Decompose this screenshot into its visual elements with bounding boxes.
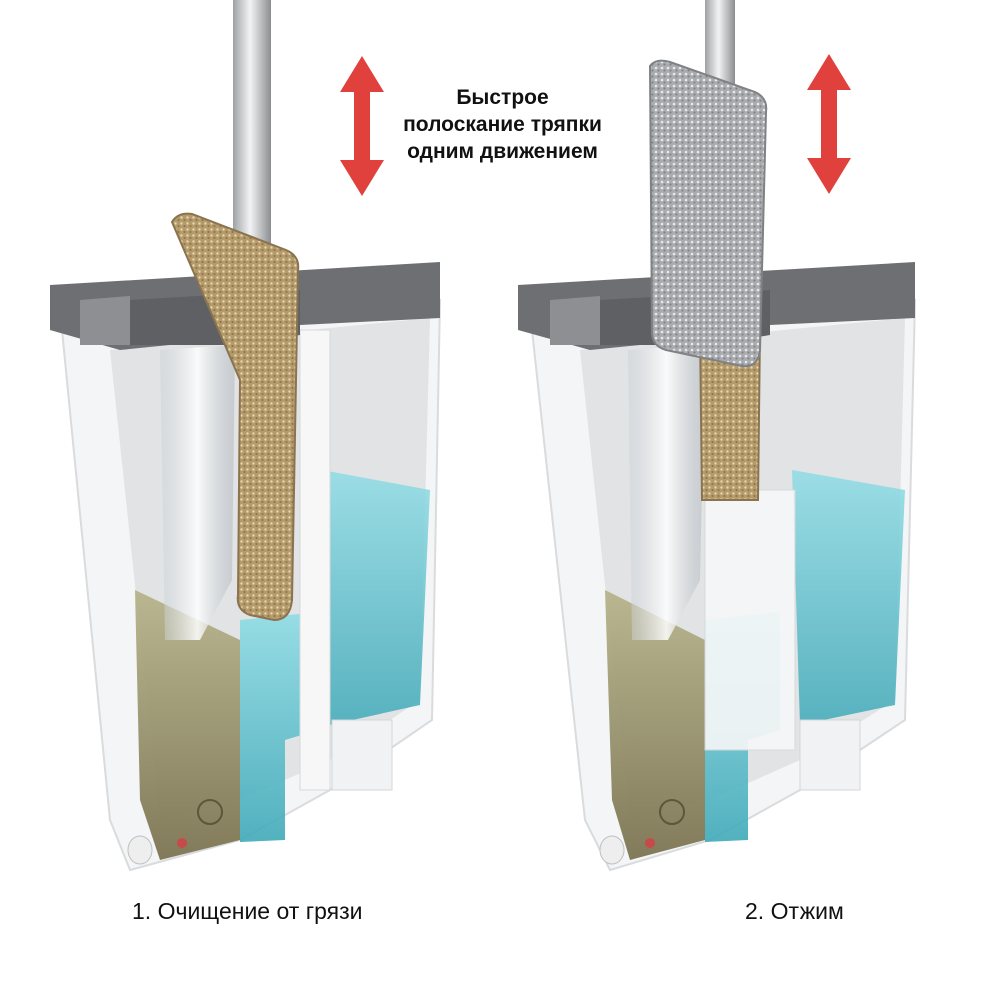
step-1-caption: 1. Очищение от грязи	[132, 898, 363, 924]
step-2-caption: 2. Отжим	[745, 898, 844, 924]
bucket-step-1	[50, 0, 442, 872]
mop-pole	[233, 0, 271, 250]
drain-cap	[599, 835, 625, 865]
bucket-step-2	[518, 0, 917, 872]
dirt-particle	[659, 799, 685, 825]
headline-line: Быстрое	[456, 86, 549, 109]
dirt-particle	[197, 799, 223, 825]
up-down-arrow-icon	[807, 54, 851, 194]
water-stream	[628, 345, 705, 640]
up-down-arrow-icon	[340, 56, 384, 196]
dirty-water-chamber	[605, 590, 705, 860]
clean-water-chamber	[240, 612, 318, 842]
headline-line: полоскание тряпки	[403, 113, 602, 136]
mop-pad-clean	[648, 59, 768, 368]
dirty-water-chamber	[135, 590, 240, 860]
water-stream	[160, 345, 235, 640]
mop-pole	[705, 0, 735, 90]
headline-line: одним движением	[407, 140, 598, 163]
mop-pad-dirty	[170, 212, 300, 622]
drain-cap	[127, 835, 153, 865]
headline: Быстрое полоскание тряпки одним движение…	[370, 84, 635, 165]
